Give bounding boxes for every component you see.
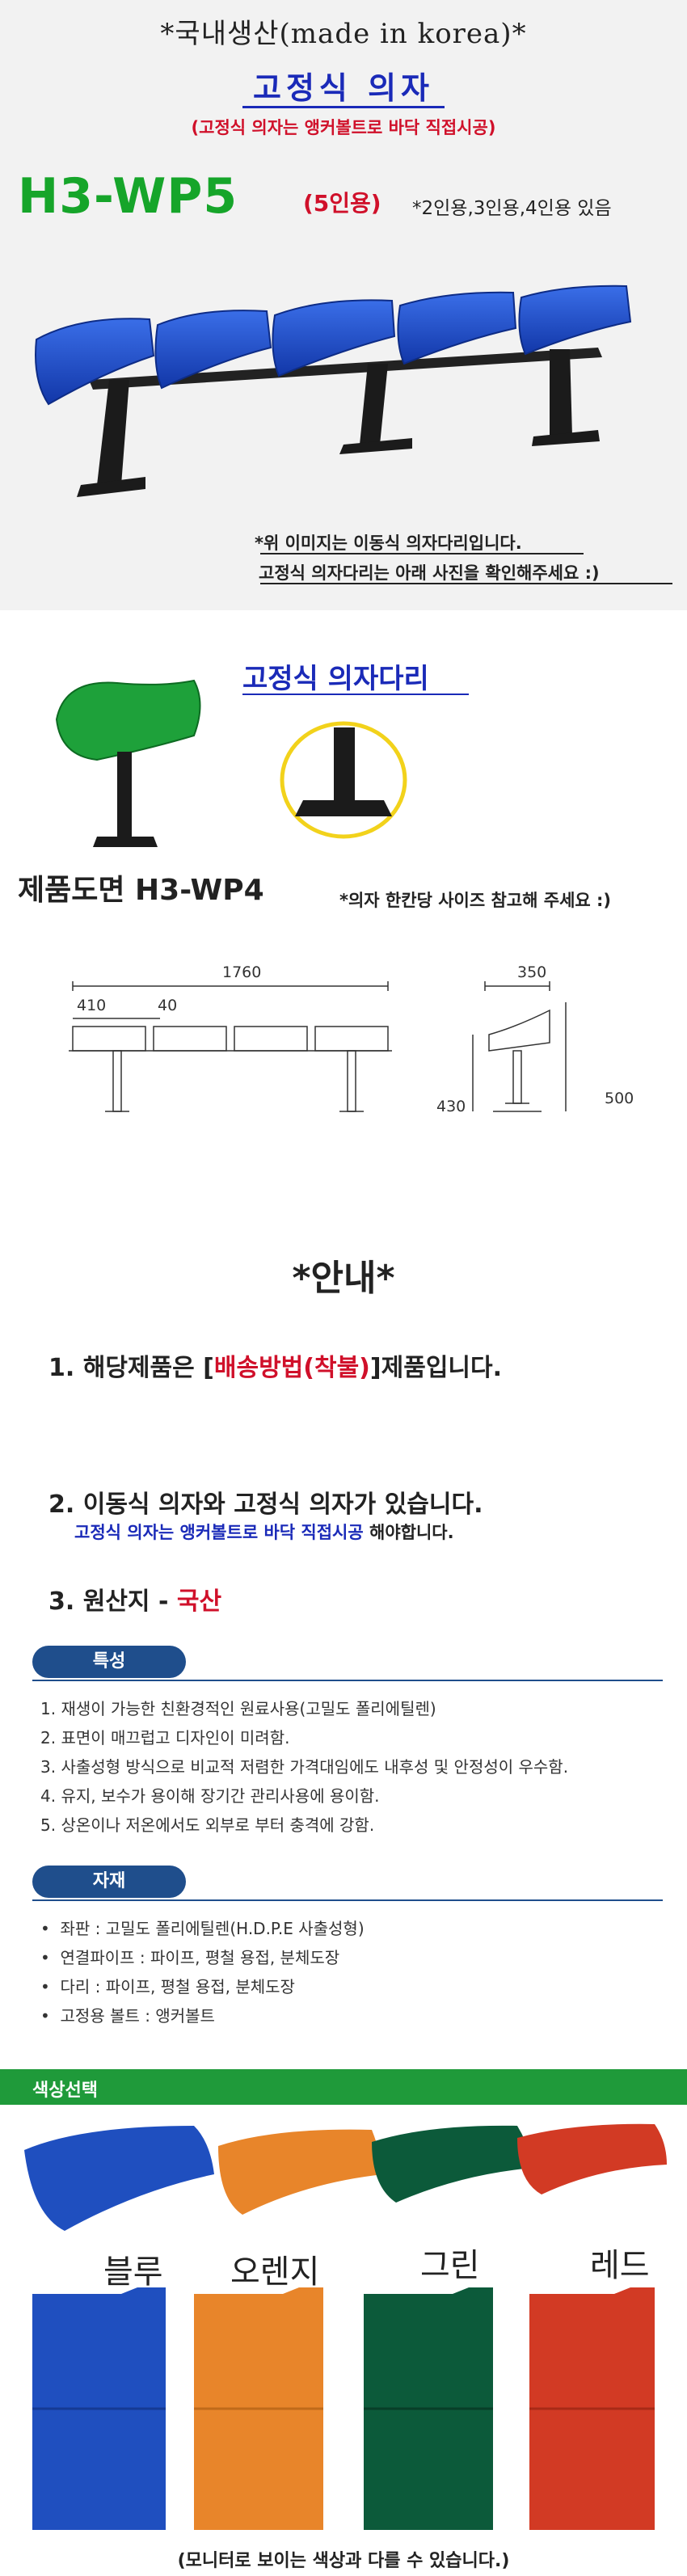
list-item: • 연결파이프 : 파이프, 평철 용접, 분체도장: [40, 1948, 340, 1967]
color-name-green: 그린: [420, 2247, 480, 2284]
color-swatches: [32, 2287, 655, 2530]
guide-item-2-sub: 고정식 의자는 앵커볼트로 바닥 직접시공 해야합니다.: [74, 1523, 454, 1542]
list-item: 4. 유지, 보수가 용이해 장기간 관리사용에 용이함.: [40, 1786, 380, 1806]
swatch-blue: [32, 2287, 166, 2530]
dim-seat-width: 410: [77, 997, 107, 1014]
list-item: 5. 상온이나 저온에서도 외부로 부터 충격에 강함.: [40, 1815, 375, 1835]
features-label: 특성: [32, 1646, 186, 1678]
dim-gap: 40: [158, 997, 178, 1014]
color-name-orange: 오렌지: [230, 2253, 320, 2291]
color-footnote: (모니터로 보이는 색상과 다를 수 있습니다.): [177, 2551, 510, 2571]
swatch-orange: [194, 2287, 323, 2530]
materials-divider: [32, 1899, 663, 1901]
fixed-leg-title: 고정식 의자다리: [242, 663, 429, 695]
materials-label: 자재: [32, 1866, 186, 1898]
technical-drawing: [69, 981, 567, 1112]
guide-item-3: 3. 원산지 - 국산: [48, 1587, 222, 1616]
fixed-leg-underline: [242, 694, 469, 695]
install-note: (고정식 의자는 앵커볼트로 바닥 직접시공): [191, 118, 496, 137]
dim-depth: 350: [517, 963, 547, 981]
title-underline: [242, 106, 445, 108]
features-divider: [32, 1680, 663, 1681]
image-note-1-underline: [260, 553, 584, 554]
page-title: 고정식 의자: [252, 70, 435, 106]
green-chair-image: [55, 679, 201, 847]
guide-item-2: 2. 이동식 의자와 고정식 의자가 있습니다.: [48, 1490, 483, 1519]
made-in-korea: *국내생산(made in korea)*: [160, 18, 527, 50]
bench-image: [35, 285, 632, 497]
swatch-red: [529, 2287, 655, 2530]
features-list: 1. 재생이 가능한 친환경적인 원료사용(고밀도 폴리에틸렌) 2. 표면이 …: [40, 1694, 568, 1840]
model-name: H3-WP5: [18, 168, 238, 225]
image-note-2: 고정식 의자다리는 아래 사진을 확인해주세요 :): [259, 563, 600, 583]
color-seats-image: [24, 2123, 667, 2231]
guide-item-1: 1. 해당제품은 [배송방법(착불)]제품입니다.: [48, 1354, 503, 1382]
model-capacity: (5인용): [303, 190, 381, 217]
list-item: 1. 재생이 가능한 친환경적인 원료사용(고밀도 폴리에틸렌): [40, 1699, 436, 1718]
drawing-title: 제품도면 H3-WP4: [18, 874, 264, 907]
dim-seat-height: 430: [436, 1098, 466, 1115]
dim-total-height: 500: [605, 1090, 634, 1107]
list-item: 2. 표면이 매끄럽고 디자인이 미려함.: [40, 1728, 290, 1748]
image-note-2-underline: [260, 583, 672, 584]
color-select-label: 색상선택: [32, 2081, 98, 2101]
swatch-green: [364, 2287, 493, 2530]
color-select-bar: [0, 2069, 687, 2105]
list-item: • 고정용 볼트 : 앵커볼트: [40, 2006, 215, 2026]
drawing-note: *의자 한칸당 사이즈 참고해 주세요 :): [339, 891, 612, 910]
color-name-red: 레드: [590, 2247, 650, 2284]
list-item: • 다리 : 파이프, 평철 용접, 분체도장: [40, 1977, 295, 1996]
materials-list: • 좌판 : 고밀도 폴리에틸렌(H.D.P.E 사출성형) • 연결파이프 :…: [40, 1914, 365, 2030]
guide-title: *안내*: [292, 1258, 395, 1299]
dim-total-width: 1760: [222, 963, 262, 981]
image-note-1: *위 이미지는 이동식 의자다리입니다.: [255, 533, 522, 553]
fixed-leg-closeup: [280, 721, 407, 839]
color-name-blue: 블루: [103, 2253, 163, 2291]
list-item: 3. 사출성형 방식으로 비교적 저렴한 가격대임에도 내후성 및 안정성이 우…: [40, 1757, 569, 1777]
variants-note: *2인용,3인용,4인용 있음: [412, 198, 612, 219]
list-item: • 좌판 : 고밀도 폴리에틸렌(H.D.P.E 사출성형): [40, 1919, 365, 1938]
